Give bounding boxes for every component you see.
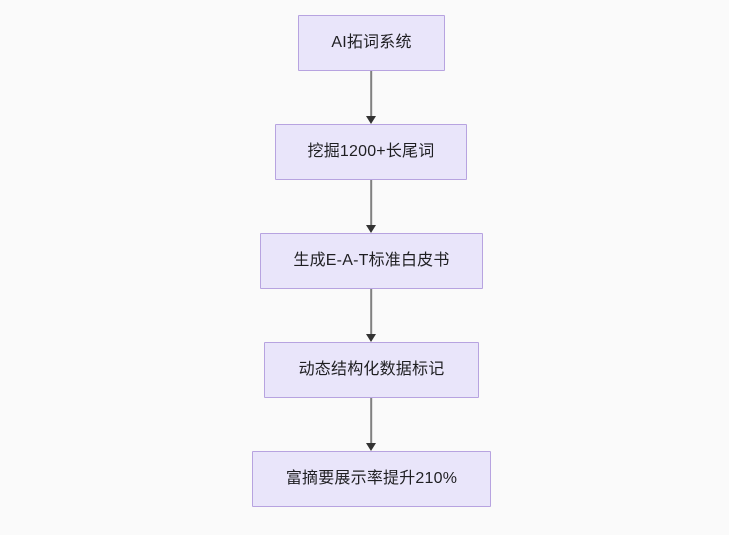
flow-node-label: 富摘要展示率提升210% (285, 470, 458, 488)
flow-node-label: 挖掘1200+长尾词 (307, 143, 435, 161)
flow-node-ai-keyword-system[interactable]: AI拓词系统 (298, 15, 445, 71)
arrowhead-icon (366, 225, 376, 233)
arrowhead-icon (366, 443, 376, 451)
flow-node-label: 动态结构化数据标记 (298, 361, 445, 379)
edge-line (370, 180, 372, 226)
arrowhead-icon (366, 334, 376, 342)
edge-line (370, 398, 372, 444)
flow-node-label: AI拓词系统 (331, 34, 412, 52)
flow-node-dynamic-structured-data[interactable]: 动态结构化数据标记 (264, 342, 479, 398)
arrowhead-icon (366, 116, 376, 124)
flow-node-rich-snippet-uplift[interactable]: 富摘要展示率提升210% (252, 451, 491, 507)
edge-line (370, 71, 372, 117)
flow-node-generate-eat-whitepaper[interactable]: 生成E-A-T标准白皮书 (260, 233, 483, 289)
flow-node-mine-longtail-keywords[interactable]: 挖掘1200+长尾词 (275, 124, 467, 180)
flow-node-label: 生成E-A-T标准白皮书 (293, 252, 450, 270)
edge-line (370, 289, 372, 335)
